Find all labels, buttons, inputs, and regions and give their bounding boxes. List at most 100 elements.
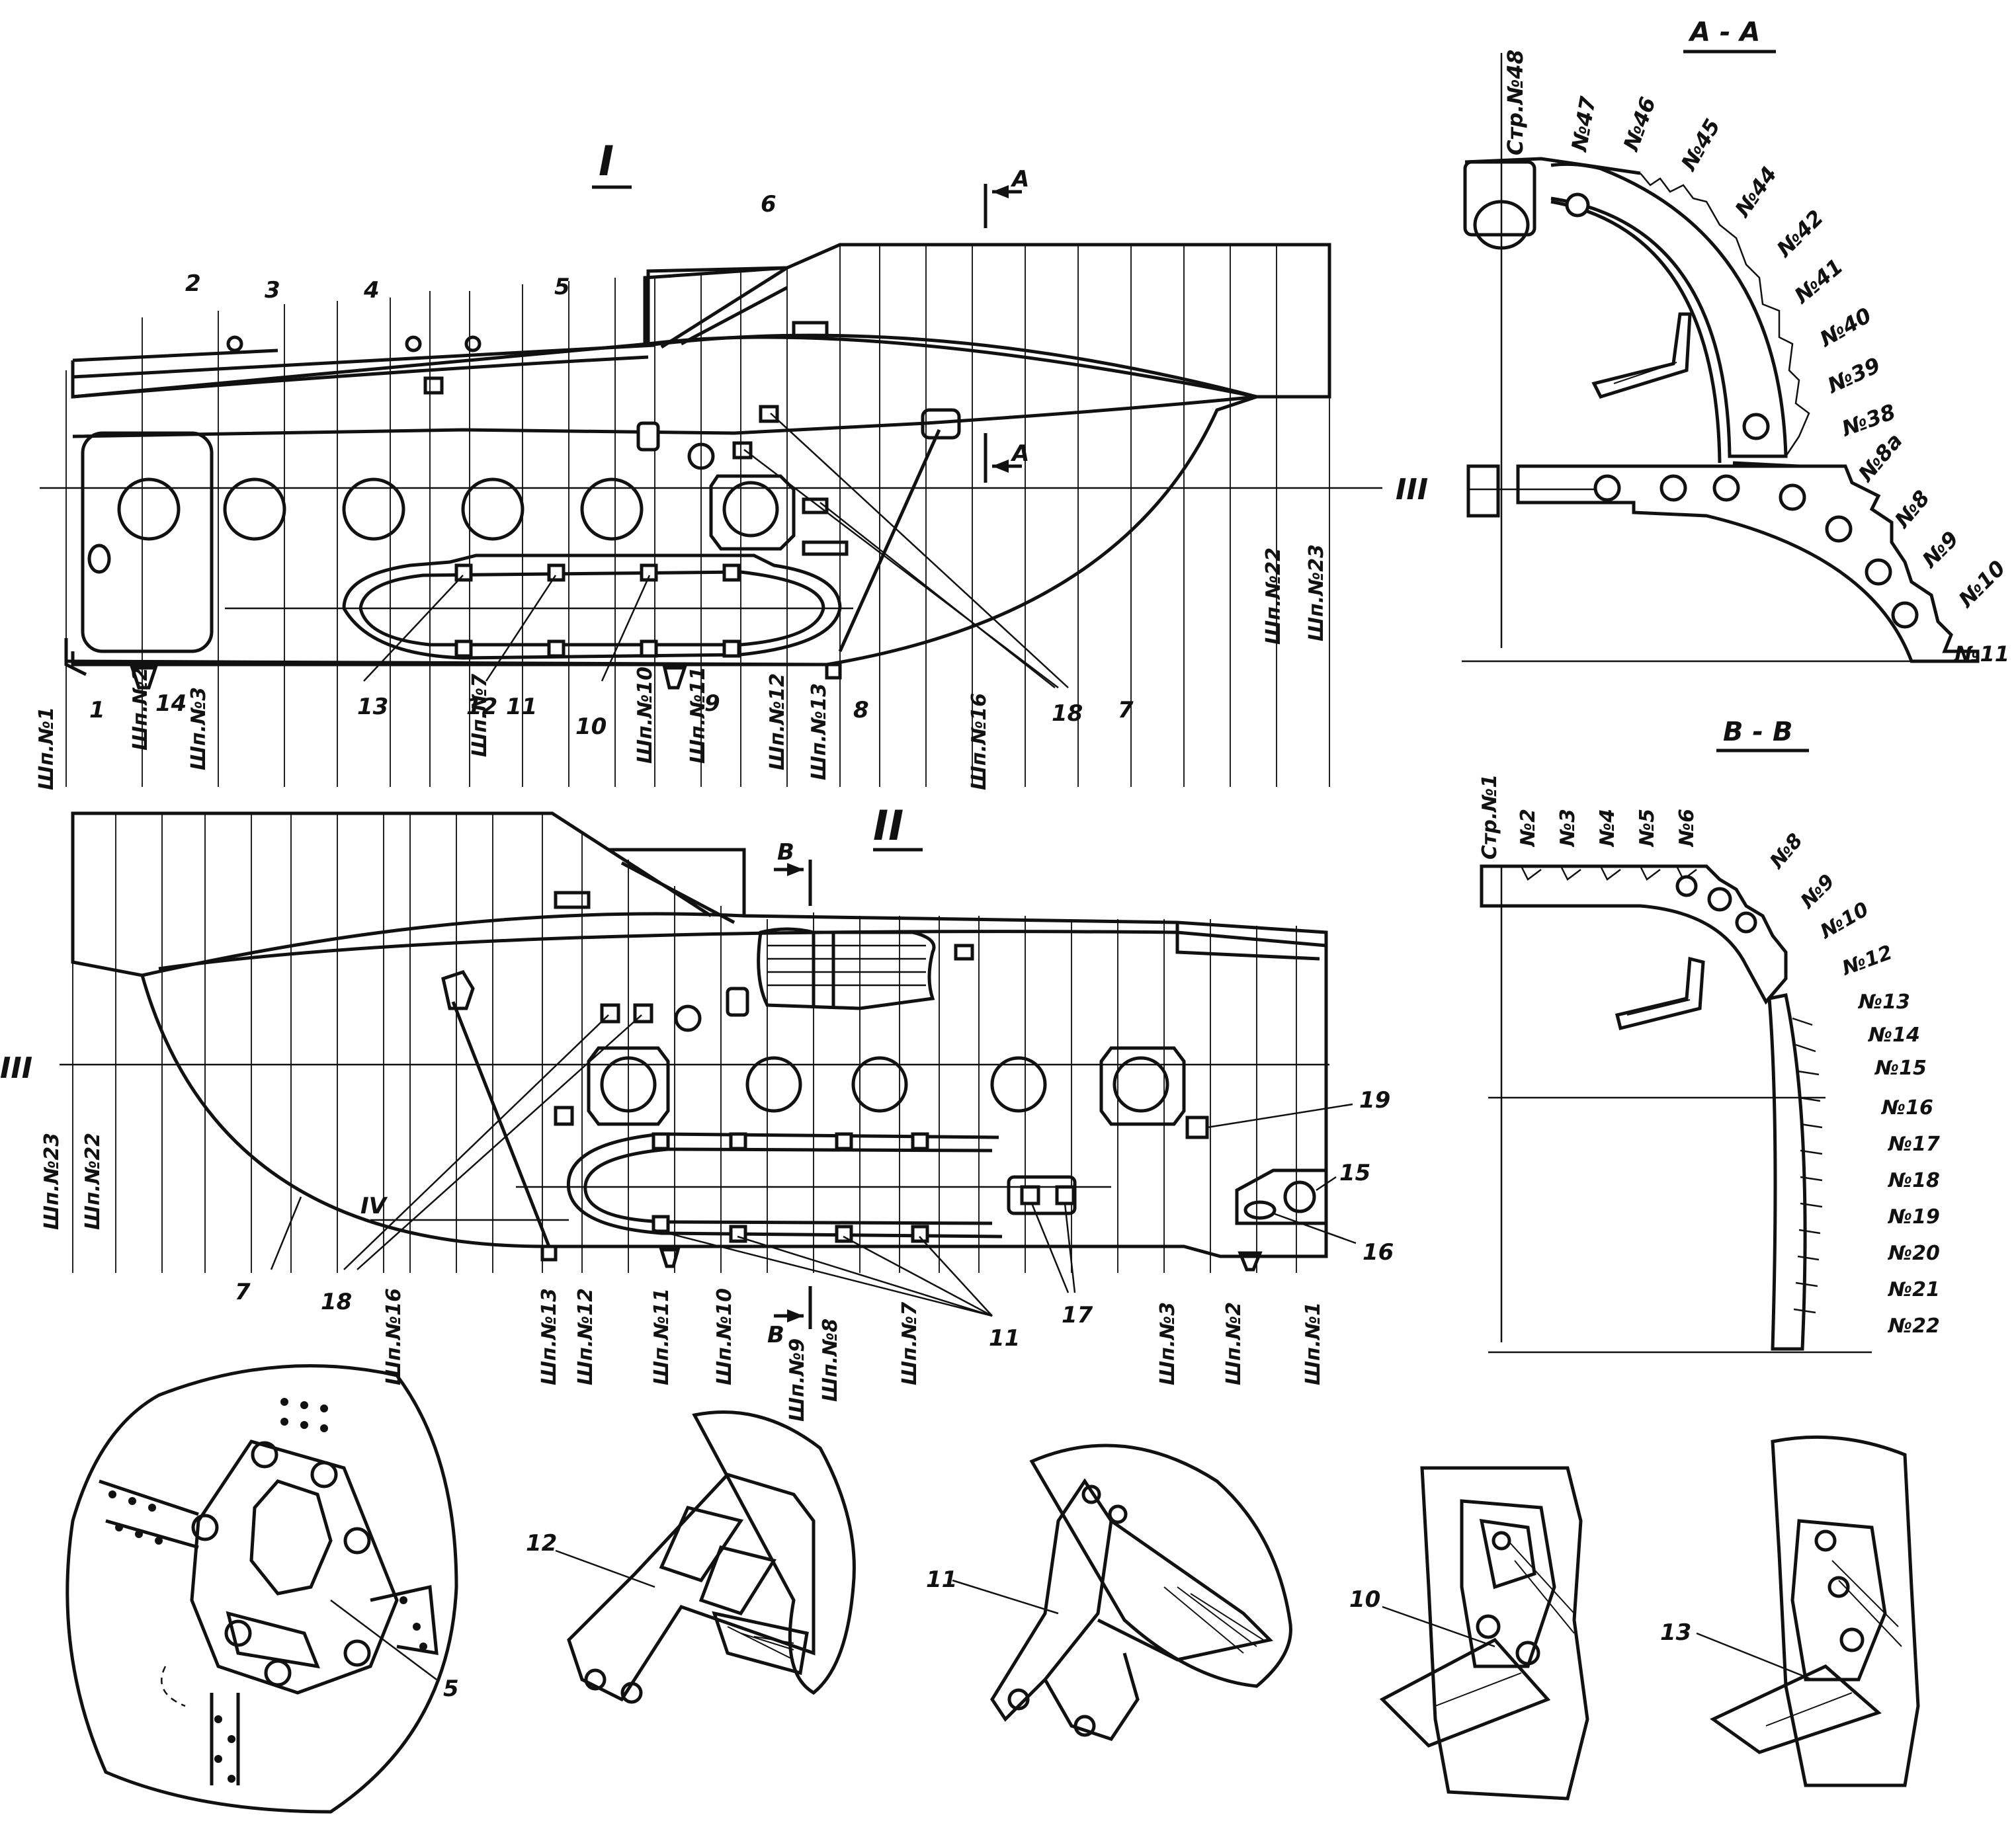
stringer-label: Стр.№48 [1503, 50, 1528, 155]
frame-label: Шп.№23 [1305, 544, 1328, 641]
part-number: 7 [1118, 697, 1134, 723]
bolts-aa [1593, 474, 1919, 629]
section-a-label: A [1010, 440, 1029, 467]
stringer-label: Стр.№1 [1478, 774, 1501, 860]
skin-panel-2 [81, 431, 214, 653]
section-a-label: A [1010, 166, 1029, 192]
stringer-label: №45 [1675, 114, 1725, 176]
porthole [745, 1056, 802, 1113]
stringer-label: №18 [1887, 1169, 1940, 1192]
part-number: 8 [853, 697, 869, 723]
part-number: 14 [155, 690, 187, 717]
frame-arc-bb [1767, 993, 1807, 1351]
part-number: 13 [1660, 1619, 1691, 1646]
porthole-reinforced [1113, 1056, 1169, 1113]
frame-label: Шп.№7 [468, 674, 491, 757]
porthole [223, 477, 286, 541]
hull-outline-view-2 [71, 811, 1328, 1258]
view-1-side-view: A A I III 2 3 4 5 6 7 8 9 10 11 12 13 1 … [35, 137, 1428, 790]
porthole [580, 477, 644, 541]
section-b-marker-top: B [774, 839, 812, 906]
frame-arc-aa [1550, 162, 1788, 458]
part-number: 11 [989, 1325, 1020, 1352]
porthole [851, 1056, 908, 1113]
porthole [990, 1056, 1047, 1113]
porthole [342, 477, 405, 541]
frame-label: Шп.№23 [40, 1133, 63, 1230]
part-number: 5 [554, 274, 570, 300]
frame-label: Шп.№22 [1262, 548, 1285, 645]
wale-strip-view-1 [72, 343, 655, 399]
frame-label: Шп.№9 [786, 1338, 809, 1422]
frame-label: Шп.№1 [35, 707, 58, 790]
stringer-label: №17 [1887, 1133, 1940, 1156]
porthole [117, 477, 181, 541]
stringer-label: №12 [1838, 941, 1896, 981]
part-number: 7 [235, 1279, 251, 1305]
part-number: 19 [1359, 1087, 1390, 1114]
part-number: 10 [1349, 1586, 1380, 1613]
stringer-label: №16 [1880, 1096, 1933, 1119]
section-b-label: B [767, 1322, 784, 1348]
part-number: 5 [443, 1676, 459, 1702]
stringer-label: №9 [1916, 526, 1963, 573]
detail-fitting-10: 10 [1349, 1466, 1589, 1801]
stringer-label: №21 [1887, 1278, 1940, 1301]
detail-fitting-12: 12 [526, 1410, 856, 1704]
stringer-label: №8 [1889, 485, 1935, 534]
frame-label: Шп.№10 [634, 667, 657, 764]
part-number: 9 [704, 690, 720, 717]
stringer-label: №47 [1566, 94, 1601, 154]
frame-label: Шп.№11 [687, 667, 710, 764]
frame-label: Шп.№3 [1156, 1302, 1179, 1385]
frame-label: Шп.№16 [382, 1288, 405, 1385]
frame-label: Шп.№11 [650, 1288, 673, 1385]
part-number: 18 [321, 1289, 352, 1315]
frame-label: Шп.№2 [129, 667, 152, 751]
section-bb-title: B - B [1723, 717, 1792, 747]
stringer-label: №22 [1887, 1315, 1940, 1338]
stringer-label: №13 [1857, 991, 1910, 1014]
part-number: 4 [363, 277, 380, 304]
porthole-reinforced [722, 481, 779, 538]
view-1-title: I [599, 137, 614, 185]
part-number: 11 [506, 694, 537, 720]
section-b-marker-bottom: B [767, 1286, 812, 1348]
frame-grid-view-1 [65, 245, 1330, 787]
detail-fitting-13: 13 [1660, 1435, 1920, 1787]
part-number: 12 [466, 694, 497, 720]
detail-fitting-5: 5 [65, 1363, 459, 1814]
part-number: 12 [526, 1530, 557, 1557]
stringer-label: №40 [1814, 303, 1876, 352]
hatch-fittings-view-1 [454, 563, 741, 658]
part-number: 17 [1062, 1302, 1093, 1328]
view-2-side-view: B B II III IV 7 18 11 17 15 16 19 [0, 801, 1394, 1422]
stringer-label: №39 [1823, 352, 1884, 399]
stringer-label: №5 [1636, 809, 1659, 848]
part-number: 16 [1363, 1239, 1394, 1266]
stringer-label: №44 [1729, 162, 1782, 222]
stringer-label: №15 [1874, 1057, 1927, 1080]
part-number: 15 [1339, 1160, 1370, 1186]
stringer-label: №9 [1795, 870, 1839, 914]
stringer-label: №20 [1887, 1242, 1940, 1265]
axis-iv-label: IV [360, 1193, 388, 1219]
stringer-label: №10 [1816, 898, 1873, 944]
frame-label: Шп.№13 [538, 1288, 561, 1385]
stringer-label: №8а [1853, 428, 1908, 487]
part-number: 13 [357, 694, 388, 720]
stringer-label: №4 [1596, 809, 1619, 848]
deckhouse-view-1 [643, 266, 829, 349]
frame-grid-view-2 [72, 813, 1297, 1273]
cutaway-structure [757, 927, 936, 1010]
section-a-marker-top: A [984, 166, 1029, 228]
part-number: 6 [761, 191, 777, 218]
section-b-label: B [777, 839, 794, 866]
stringer-label: №14 [1867, 1024, 1920, 1047]
stringer-label: №10 [1953, 555, 2010, 613]
stringer-label: №46 [1618, 94, 1661, 155]
part-number: 10 [575, 713, 607, 740]
frame-label: Шп.№16 [968, 693, 991, 790]
frame-label: Шп.№1 [1302, 1302, 1325, 1385]
